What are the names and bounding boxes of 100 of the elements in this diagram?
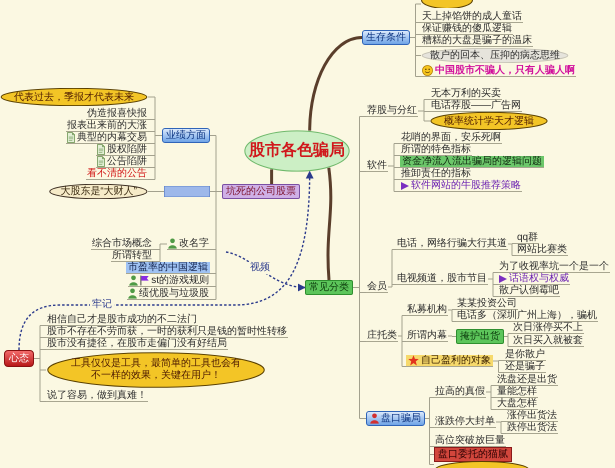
connector-line [152, 244, 168, 262]
subtopic-label: 综合市场概念 [91, 238, 153, 250]
highlighted-subtopic [406, 355, 493, 367]
dotted-arrow [18, 170, 314, 350]
subtopic-label: 说了容易，做到真难！ [46, 390, 148, 402]
topic-text: 典型的内幕交易 [77, 132, 147, 143]
topic-box [366, 411, 425, 426]
subtopic-item [96, 156, 148, 168]
subtopic-label: 荐股与分红 [366, 105, 418, 117]
topic-text: 中国股市不骗人，只有人骗人啊 [435, 65, 575, 76]
connector-line [398, 315, 406, 367]
subtopic-item [128, 275, 210, 287]
connector-line [388, 143, 400, 192]
connector-line [326, 168, 332, 280]
connector-line [496, 421, 506, 434]
connector-line [504, 333, 512, 347]
subtopic-label: 次日买入就被套 [512, 335, 584, 347]
edge-label: 牢记 [90, 299, 114, 311]
connector-line [418, 99, 430, 122]
topic-text: 公告陷阱 [107, 156, 147, 167]
subtopic-label: 庄托类 [366, 330, 398, 342]
connector-line [210, 135, 222, 300]
subtopic-label: 拉高的真假 [434, 386, 486, 398]
subtopic-label: 推卸责任的指标 [400, 168, 472, 180]
topic-text: 股权陷阱 [107, 144, 147, 155]
connector-line [448, 336, 456, 337]
connector-line [488, 272, 498, 297]
topic-text: 盘口骗局 [381, 413, 421, 424]
highlighted-subtopic: 资金净流入流出骗局的逻辑问题 [400, 156, 544, 168]
connector-line [410, 4, 422, 77]
subtopic-label: 洗盘还是出货 [496, 374, 558, 386]
topic-box: 坑死的公司股票 [222, 184, 300, 199]
topic-box: 掩护出货 [456, 329, 504, 344]
subtopic-label: 某某投资公司 [456, 298, 518, 310]
topic-text: st的游戏规则 [151, 275, 209, 286]
topic-text: 自己盈利的对象 [421, 355, 491, 366]
subtopic-item [498, 273, 570, 285]
subtopic-label: 保证赚钱的傻瓜逻辑 [421, 23, 513, 35]
connector-line [424, 397, 434, 465]
subtopic-item [96, 144, 148, 156]
subtopic-label: 是你散户 [504, 349, 546, 361]
subtopic-label: 网站比赛类 [516, 244, 568, 256]
connector-line [486, 385, 496, 410]
subtopic-label: 涨停出货法 [506, 410, 558, 422]
edge-label: 视频 [248, 262, 272, 274]
subtopic-label: 无本万利的买卖 [430, 88, 502, 100]
connector-line [270, 169, 274, 184]
topic-text: 话语权与权威 [509, 273, 569, 284]
topic-text: 改名字 [179, 238, 209, 249]
connector-line [448, 309, 456, 322]
topic-box: 常见分类 [305, 280, 353, 295]
subtopic-item [421, 65, 576, 77]
connector-line [34, 325, 46, 402]
subtopic-label: 还是骗子 [504, 361, 546, 373]
topic-box [164, 186, 210, 197]
subtopic-label: 电视频道，股市节目 [396, 273, 488, 285]
subtopic-item [400, 180, 522, 192]
subtopic-item [127, 288, 210, 300]
connector-line [148, 191, 164, 192]
subtopic-label: 看不清的公告 [86, 168, 148, 180]
subtopic-label: 散户认倒霉吧 [498, 285, 560, 297]
connector-line [308, 36, 362, 131]
subtopic-label: 所谓内幕 [406, 330, 448, 342]
subtopic-label: 软件 [366, 160, 388, 172]
topic-box: 生存条件 [362, 30, 410, 45]
subtopic-label: 量能怎样 [496, 386, 538, 398]
subtopic-label: 相信自己才是股市成功的不二法门 [46, 314, 198, 326]
connector-line [508, 243, 516, 256]
subtopic-label: 报表出来前的大涨 [66, 120, 148, 132]
topic-box: 心态 [4, 350, 34, 367]
subtopic-item [66, 132, 148, 144]
subtopic-label: 花哨的界面，安乐死啊 [400, 132, 502, 144]
subtopic-item [167, 238, 210, 250]
callout-ellipse: 工具仅仅是工具，最简单的工具也会有不一样的效果，关键在用户！ [46, 352, 266, 388]
subtopic-label: 电话，网络行骗大行其道 [396, 238, 508, 250]
topic-box: 业绩方面 [162, 128, 210, 143]
subtopic-label: 糟糕的大盘是骗子的温床 [421, 35, 533, 47]
subtopic-label: 跌停出货法 [506, 422, 558, 434]
subtopic-label: 电话多（深圳广州上海），骗机 [456, 310, 598, 322]
topic-text: 绩优股与垃圾股 [139, 288, 209, 299]
subtopic-label: 涨跌停大封单 [434, 416, 496, 428]
topic-text: 软件网站的牛股推荐策略 [411, 180, 521, 191]
central-topic: 股市各色骗局 [244, 130, 350, 172]
subtopic-label: 股市没有捷径，在股市走偏门没有好结局 [46, 338, 228, 350]
subtopic-label: 大盘怎样 [496, 398, 538, 410]
subtopic-label: 会员 [366, 281, 388, 293]
highlighted-subtopic: 市盈率的中国逻辑 [126, 262, 210, 274]
connector-line [148, 96, 162, 180]
subtopic-label: 股市不存在不劳而获，一时的获利只是钱的暂时性转移 [46, 326, 288, 338]
connector-line [388, 249, 396, 288]
dotted-arrow [226, 251, 306, 291]
topic-box: 盘口委托的猫腻 [434, 447, 512, 462]
subtopic-label: 为了收视率坑一个是一个 [498, 261, 610, 273]
subtopic-label: qq群 [516, 232, 540, 244]
subtopic-label: 天上掉馅饼的成人童话 [421, 11, 523, 23]
subtopic-label: 私募机构 [406, 304, 448, 316]
connector-line [352, 116, 366, 419]
connector-line [492, 360, 504, 373]
subtopic-label: 次日涨停买不上 [512, 322, 584, 334]
subtopic-label: 伪造报喜快报 [86, 108, 148, 120]
